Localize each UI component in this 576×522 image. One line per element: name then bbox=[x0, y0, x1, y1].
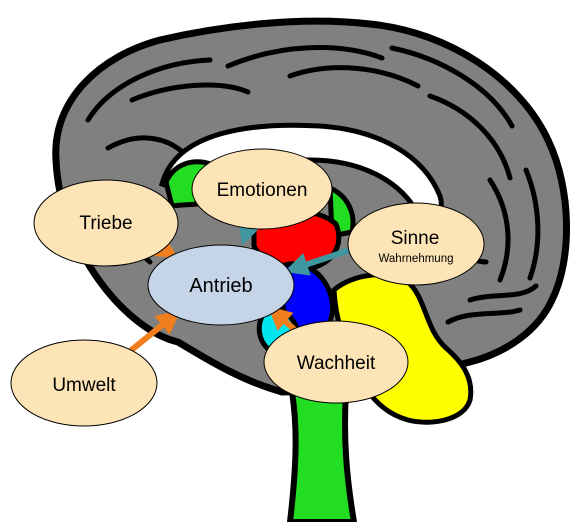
node-wachheit: Wachheit bbox=[264, 321, 408, 403]
umwelt-label: Umwelt bbox=[52, 375, 116, 396]
wachheit-label: Wachheit bbox=[297, 353, 376, 374]
emotionen-label: Emotionen bbox=[217, 180, 308, 201]
sinne-label: Sinne bbox=[391, 228, 440, 249]
brainstem-shape bbox=[290, 392, 354, 522]
node-antrieb: Antrieb bbox=[148, 245, 294, 325]
sinne-sublabel: Wahrnehmung bbox=[378, 253, 453, 265]
node-umwelt: Umwelt bbox=[11, 340, 157, 426]
node-emotionen: Emotionen bbox=[192, 149, 332, 229]
node-sinne: Sinne Wahrnehmung bbox=[348, 203, 484, 285]
node-triebe: Triebe bbox=[34, 180, 178, 266]
antrieb-label: Antrieb bbox=[189, 275, 252, 297]
triebe-label: Triebe bbox=[79, 213, 132, 234]
brain-illustration bbox=[56, 21, 567, 522]
